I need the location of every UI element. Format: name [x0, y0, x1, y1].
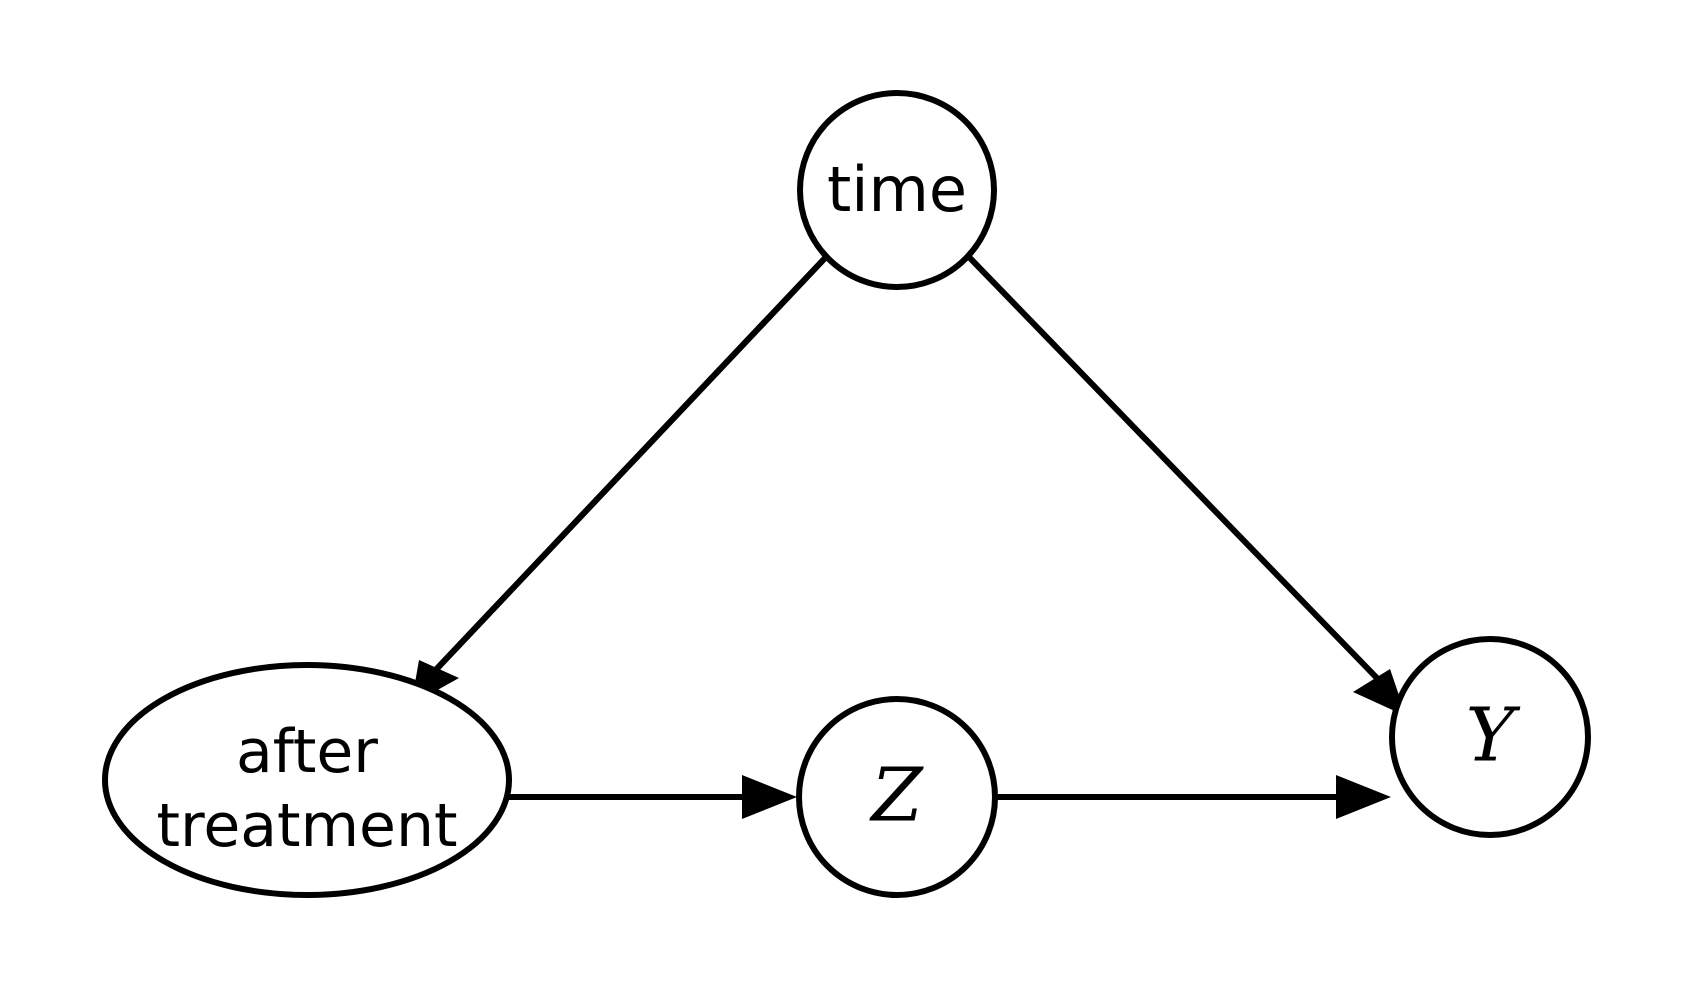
- edge-after-treatment-to-Z: [506, 775, 797, 819]
- edge-time-to-after-treatment: [398, 254, 829, 712]
- node-Z-circle[interactable]: [796, 696, 998, 898]
- node-after-treatment-label-line1: after: [236, 717, 378, 787]
- node-time[interactable]: time: [797, 90, 997, 290]
- node-Y-label: Y: [1466, 692, 1521, 778]
- node-after-treatment-label-line2: treatment: [157, 791, 458, 861]
- node-Y-circle[interactable]: [1389, 636, 1591, 838]
- node-Y[interactable]: Y: [1389, 636, 1591, 838]
- node-Z-label: Z: [869, 752, 924, 838]
- edge-Z-to-Y: [996, 775, 1391, 819]
- edge-line-time-Y: [965, 253, 1407, 709]
- node-time-label: time: [827, 153, 967, 226]
- edge-line-time-after-treatment-segment: [409, 254, 829, 698]
- node-time-circle[interactable]: [797, 90, 997, 290]
- arrowhead-after-treatment-Z: [742, 775, 797, 819]
- node-after-treatment-ellipse[interactable]: [102, 662, 512, 898]
- arrowhead-Z-Y: [1336, 775, 1391, 819]
- node-Z[interactable]: Z: [796, 696, 998, 898]
- edge-time-to-Y: [965, 253, 1419, 722]
- node-after-treatment[interactable]: after treatment: [102, 662, 512, 898]
